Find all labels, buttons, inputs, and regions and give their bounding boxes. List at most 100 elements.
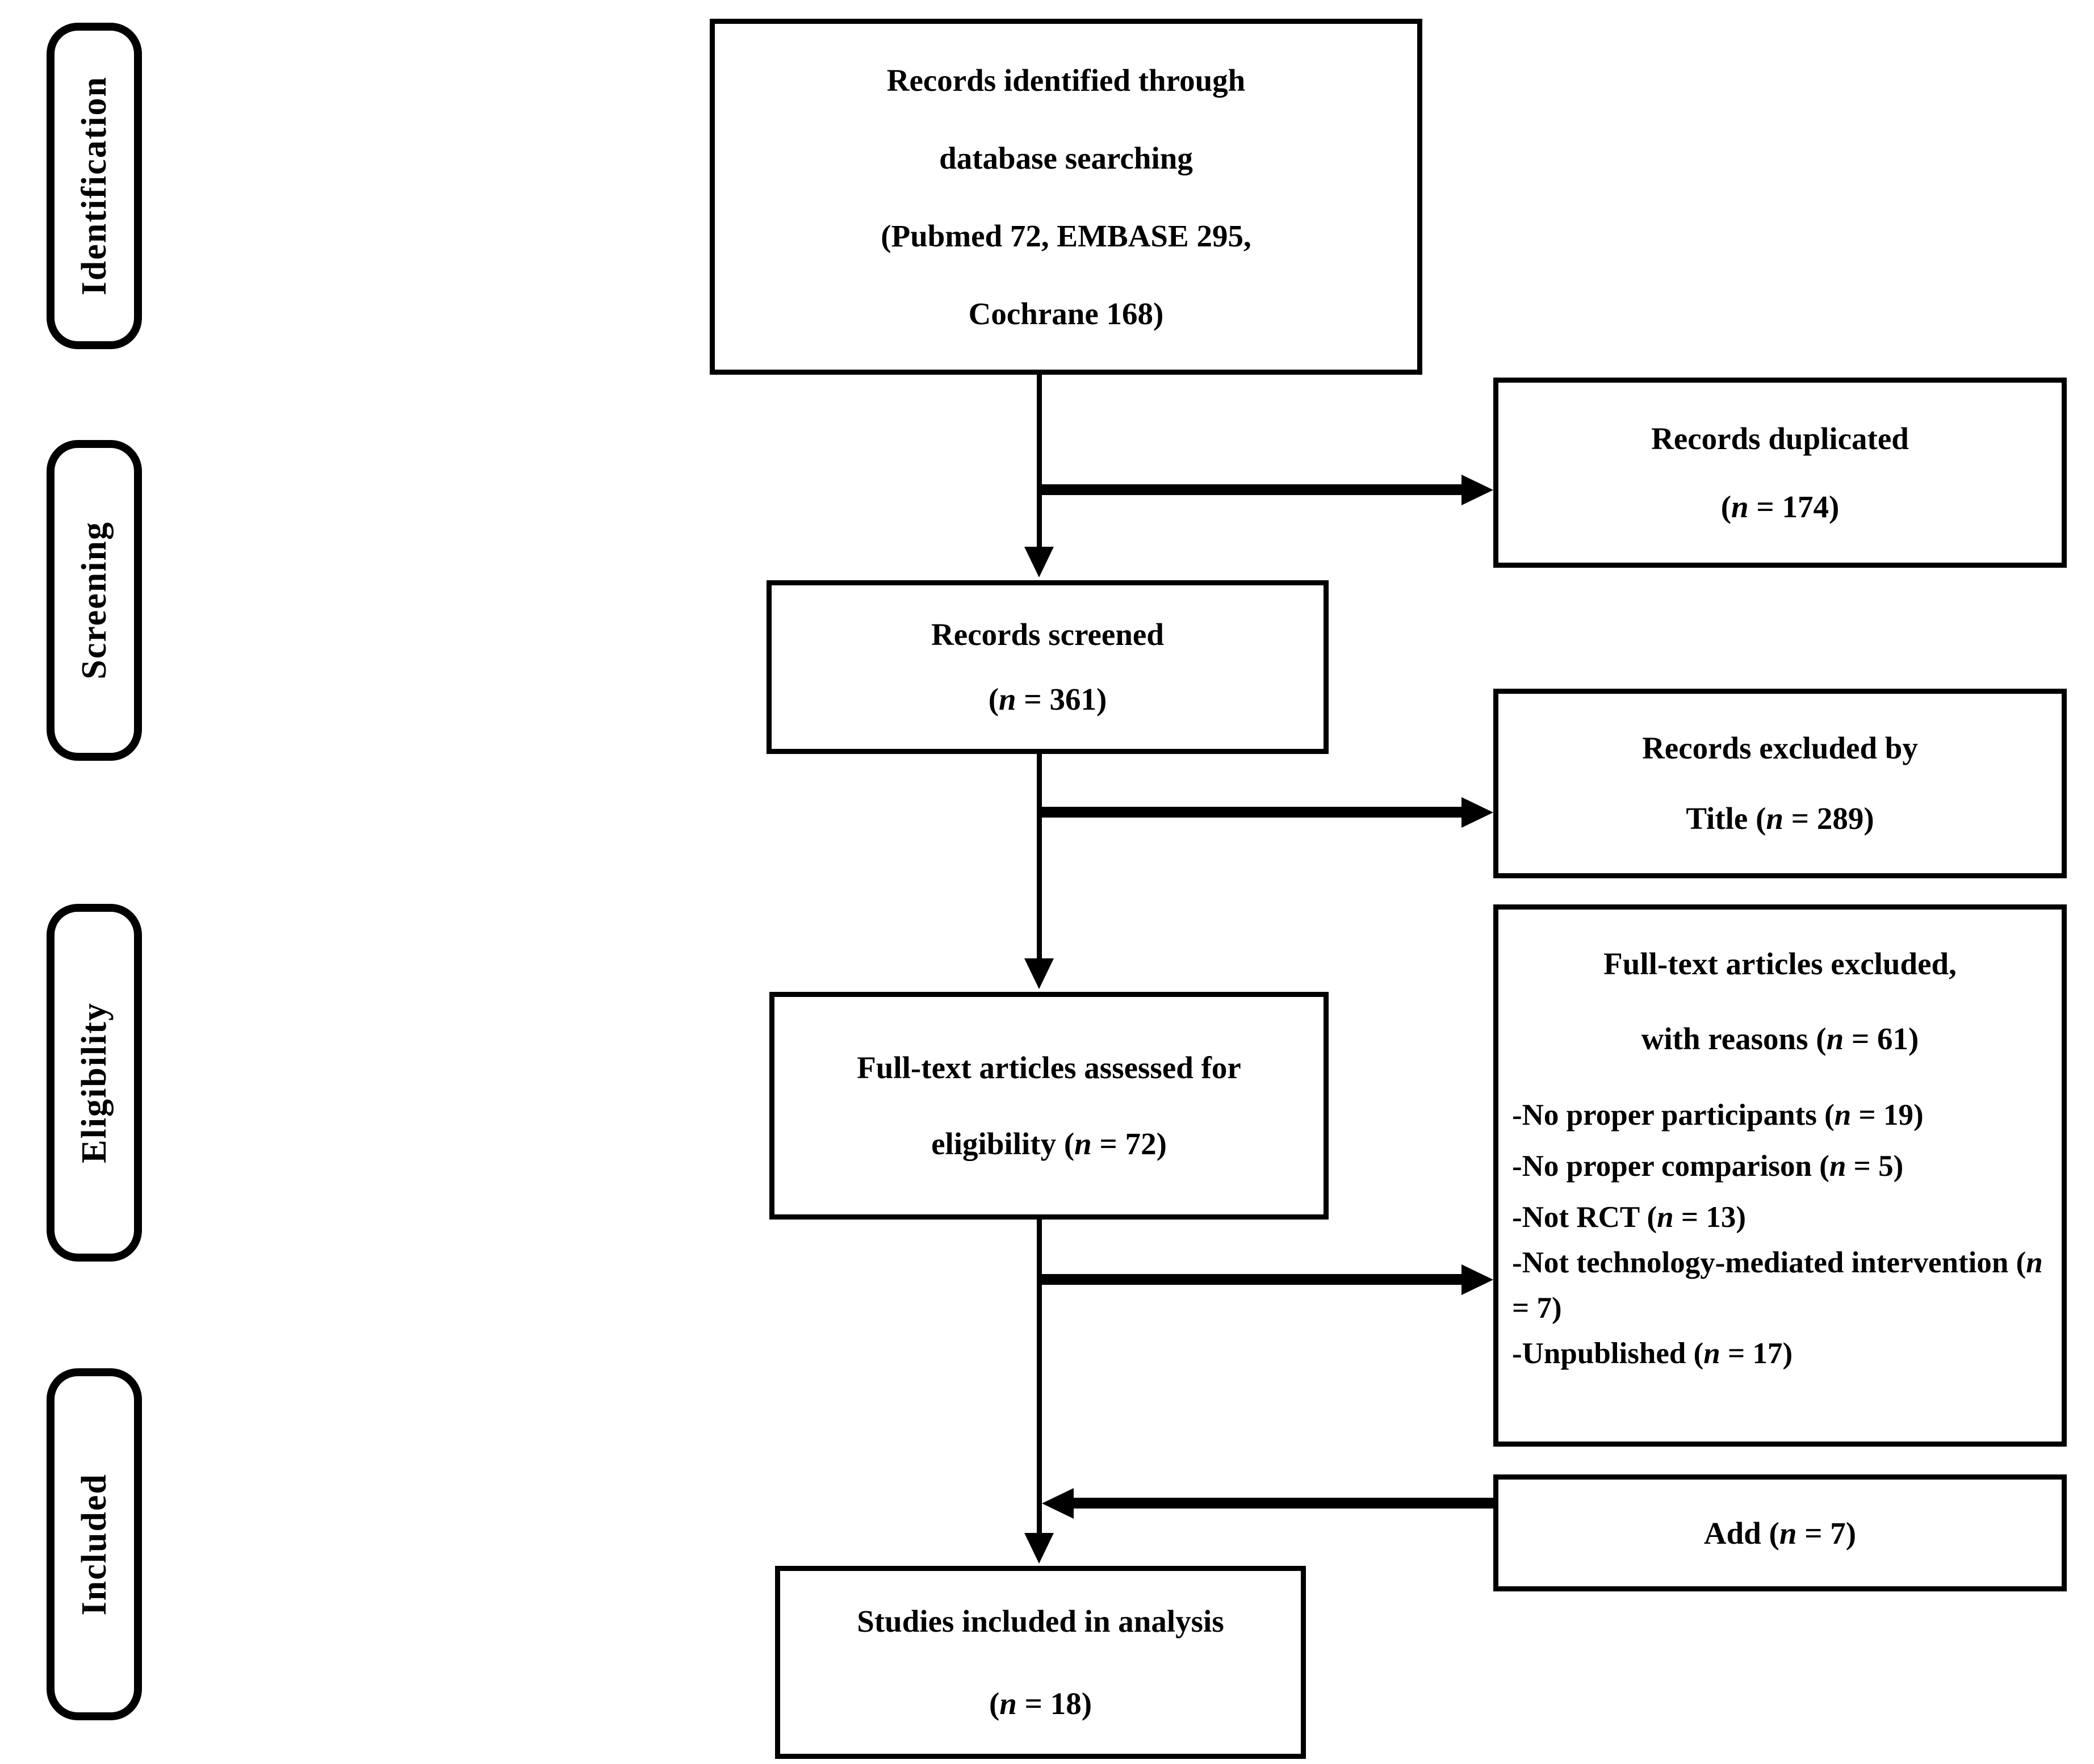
text-line: Records screened	[931, 602, 1164, 667]
line-text-post: = 61)	[1844, 1021, 1919, 1056]
line-text-pre: -No proper comparison (	[1512, 1150, 1829, 1183]
stage-label-eligibility: Eligibility	[47, 904, 142, 1262]
text-line: (Pubmed 72, EMBASE 295,	[881, 197, 1251, 275]
text-line: eligibility (n = 72)	[931, 1106, 1167, 1182]
connector-add-to-flow-line	[1074, 1498, 1493, 1509]
box-records-screened: Records screened (n = 361)	[767, 580, 1329, 754]
stage-label-included: Included	[47, 1368, 142, 1720]
connector-assessed-to-included-line	[1037, 1220, 1042, 1534]
text-line: database searching	[939, 119, 1193, 197]
line-text: Records duplicated	[1651, 421, 1909, 456]
line-text-post: = 7)	[1796, 1515, 1857, 1551]
text-line: Full-text articles excluded,	[1498, 927, 2062, 1002]
stat-n: n	[999, 1686, 1017, 1721]
reason-item: -No proper comparison (n = 5)	[1512, 1143, 2048, 1189]
box-studies-included: Studies included in analysis (n = 18)	[775, 1566, 1306, 1759]
arrowhead-down-to-assessed-icon	[1024, 958, 1054, 989]
text-line: Studies included in analysis	[857, 1580, 1224, 1662]
stat-n: n	[1074, 1126, 1092, 1161]
line-text-pre: -No proper participants (	[1512, 1099, 1835, 1132]
stat-n: n	[999, 682, 1016, 717]
fulltext-excluded-reason-list: -No proper participants (n = 19) -No pro…	[1498, 1092, 2062, 1382]
box-records-duplicated: Records duplicated (n = 174)	[1493, 378, 2067, 568]
connector-identified-to-screened-line	[1037, 374, 1042, 548]
reason-item: -No proper participants (n = 19)	[1512, 1092, 2048, 1138]
line-text: Full-text articles excluded,	[1603, 946, 1957, 981]
arrowhead-right-to-excluded-by-title-icon	[1461, 797, 1493, 828]
stage-label-identification-text: Identification	[74, 76, 114, 296]
line-text-pre: Add (	[1703, 1515, 1779, 1551]
text-line: (n = 18)	[989, 1662, 1092, 1745]
box-fulltext-assessed: Full-text articles assessed for eligibil…	[769, 992, 1329, 1220]
reason-item: -Not RCT (n = 13)	[1512, 1195, 2048, 1240]
line-text-pre: (	[988, 682, 999, 717]
line-text: Studies included in analysis	[857, 1604, 1224, 1639]
line-text-post: = 17)	[1720, 1337, 1793, 1370]
stage-label-identification: Identification	[47, 23, 142, 349]
line-text-pre: -Unpublished (	[1512, 1337, 1704, 1370]
line-text-post: = 18)	[1016, 1686, 1092, 1721]
text-line: with reasons (n = 61)	[1498, 1002, 2062, 1076]
arrowhead-down-to-studies-included-icon	[1024, 1533, 1054, 1564]
box-fulltext-excluded: Full-text articles excluded, with reason…	[1493, 904, 2067, 1447]
line-text-post: = 361)	[1016, 682, 1107, 717]
line-text-post: = 13)	[1673, 1201, 1747, 1234]
line-text-pre: -Not technology-mediated intervention (	[1512, 1246, 2026, 1279]
stage-label-screening: Screening	[47, 440, 142, 761]
stat-n: n	[1779, 1515, 1797, 1551]
line-text: (Pubmed 72, EMBASE 295,	[881, 218, 1251, 253]
connector-screened-to-assessed-line	[1037, 754, 1042, 959]
line-text-post: = 289)	[1783, 801, 1874, 836]
line-text-pre: (	[1720, 489, 1732, 524]
stat-n: n	[2026, 1246, 2043, 1279]
line-text: Cochrane 168)	[968, 296, 1164, 331]
arrowhead-right-to-duplicated-icon	[1461, 475, 1493, 505]
line-text-post: = 7)	[1512, 1292, 1562, 1325]
stage-label-included-text: Included	[74, 1473, 114, 1616]
stat-n: n	[1703, 1337, 1720, 1370]
text-line: Add (n = 7)	[1704, 1515, 1856, 1551]
stage-label-screening-text: Screening	[74, 521, 114, 680]
line-text-pre: eligibility (	[931, 1126, 1075, 1161]
line-text-post: = 174)	[1748, 489, 1840, 524]
line-text: Records identified through	[886, 62, 1246, 98]
line-text: Full-text articles assessed for	[857, 1050, 1241, 1085]
stat-n: n	[1731, 489, 1749, 524]
stat-n: n	[1829, 1150, 1846, 1183]
line-text-post: = 5)	[1846, 1150, 1904, 1183]
stat-n: n	[1834, 1099, 1852, 1132]
fulltext-excluded-title: Full-text articles excluded, with reason…	[1498, 927, 2062, 1076]
text-line: (n = 361)	[989, 667, 1107, 732]
box-records-identified: Records identified through database sear…	[710, 19, 1422, 375]
reason-item: -Unpublished (n = 17)	[1512, 1331, 2048, 1376]
box-add: Add (n = 7)	[1493, 1474, 2067, 1591]
arrowhead-right-to-fulltext-excluded-icon	[1461, 1264, 1493, 1295]
line-text-pre: -Not RCT (	[1512, 1201, 1657, 1234]
line-text: database searching	[939, 140, 1193, 175]
text-line: (n = 174)	[1721, 473, 1840, 541]
connector-to-fulltext-excluded-line	[1039, 1274, 1461, 1285]
line-text: Records excluded by	[1642, 731, 1918, 765]
connector-to-duplicated-line	[1039, 484, 1461, 495]
arrowhead-left-from-add-icon	[1042, 1488, 1074, 1519]
line-text-post: = 19)	[1851, 1099, 1924, 1132]
text-line: Records identified through	[887, 41, 1246, 119]
stat-n: n	[1657, 1201, 1674, 1234]
line-text-pre: (	[989, 1686, 1000, 1721]
line-text-post: = 72)	[1091, 1126, 1167, 1161]
reason-item: -Not technology-mediated intervention (n…	[1512, 1240, 2048, 1331]
arrowhead-down-to-screened-icon	[1024, 547, 1054, 577]
text-line: Records duplicated	[1651, 405, 1909, 473]
stat-n: n	[1826, 1021, 1844, 1056]
text-line: Title (n = 289)	[1686, 783, 1874, 854]
connector-to-excluded-by-title-line	[1039, 807, 1461, 818]
line-text-pre: with reasons (	[1641, 1021, 1827, 1056]
line-text: Records screened	[931, 617, 1164, 652]
text-line: Records excluded by	[1642, 713, 1918, 783]
text-line: Full-text articles assessed for	[857, 1030, 1241, 1106]
line-text-pre: Title (	[1686, 801, 1766, 836]
stage-label-eligibility-text: Eligibility	[74, 1002, 114, 1163]
stat-n: n	[1766, 801, 1783, 836]
text-line: Cochrane 168)	[969, 275, 1164, 353]
